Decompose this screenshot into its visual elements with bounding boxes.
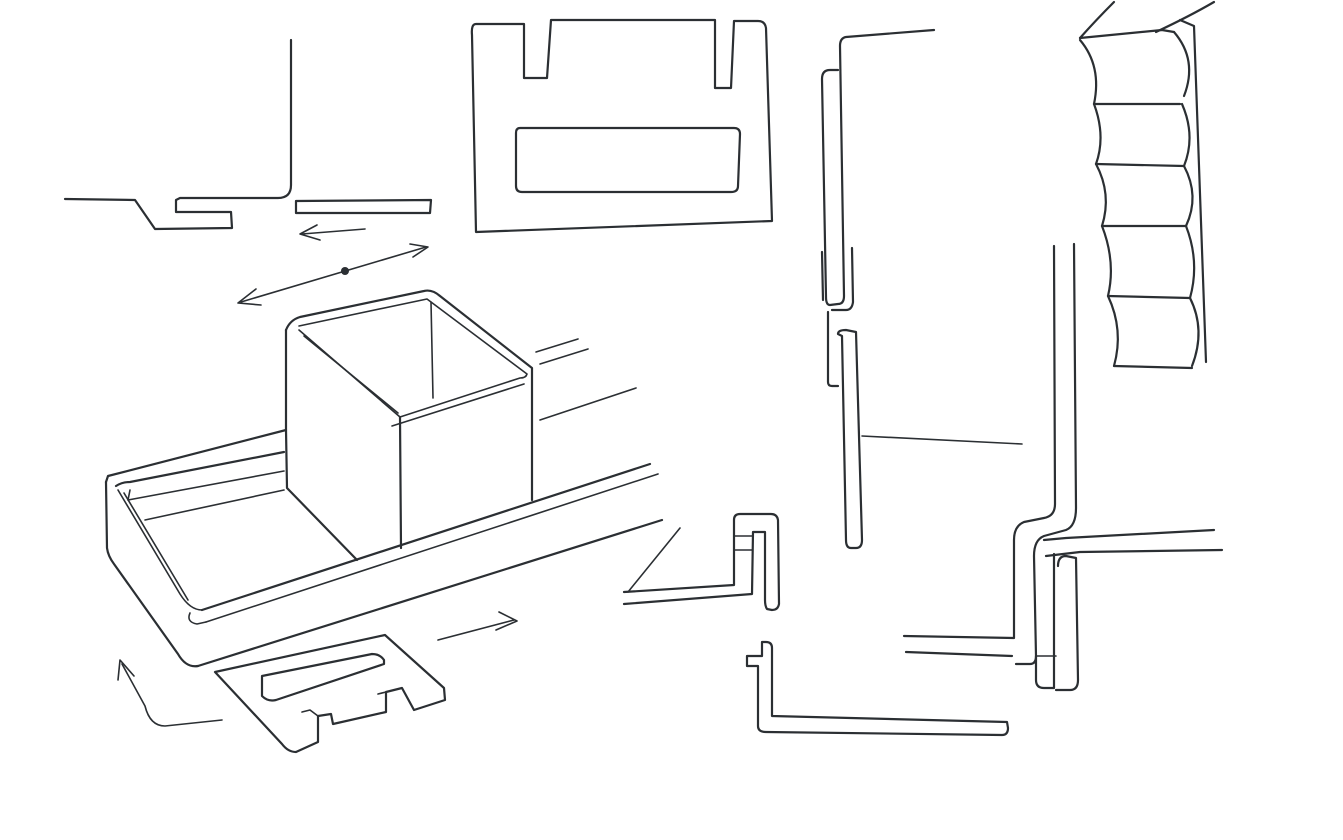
vertical-section-left [820,28,1023,550]
slide-right-arrow [437,611,518,641]
l-profile-detail-top [622,512,781,612]
axonometric-tray [104,289,681,668]
pivot-axis-double-arrow [237,243,429,306]
tray-outer-rim [104,428,288,484]
slide-left-arrow [299,224,366,241]
plate-outline [470,18,774,234]
box-outline [284,328,359,562]
tray-top-long-edge [200,462,652,612]
l-profile-detail-bottom [745,640,1010,737]
vertical-section-right [902,242,1224,692]
slotted-plate-elevation [470,18,774,234]
plate-long-slot [514,126,742,194]
pivot-point [341,267,349,275]
sliding-panel-profile [294,198,433,215]
perspective-plate-slot [260,652,386,702]
perspective-plate-outline [213,633,447,754]
stacked-segments-elevation [1078,0,1216,370]
tray-inner-rim [114,450,286,488]
section-wall-joint [63,38,433,231]
rotate-arrow [117,659,223,727]
tray-front-face [104,480,200,668]
wall-profile-line [63,38,293,231]
perspective-slotted-plate [213,633,447,754]
